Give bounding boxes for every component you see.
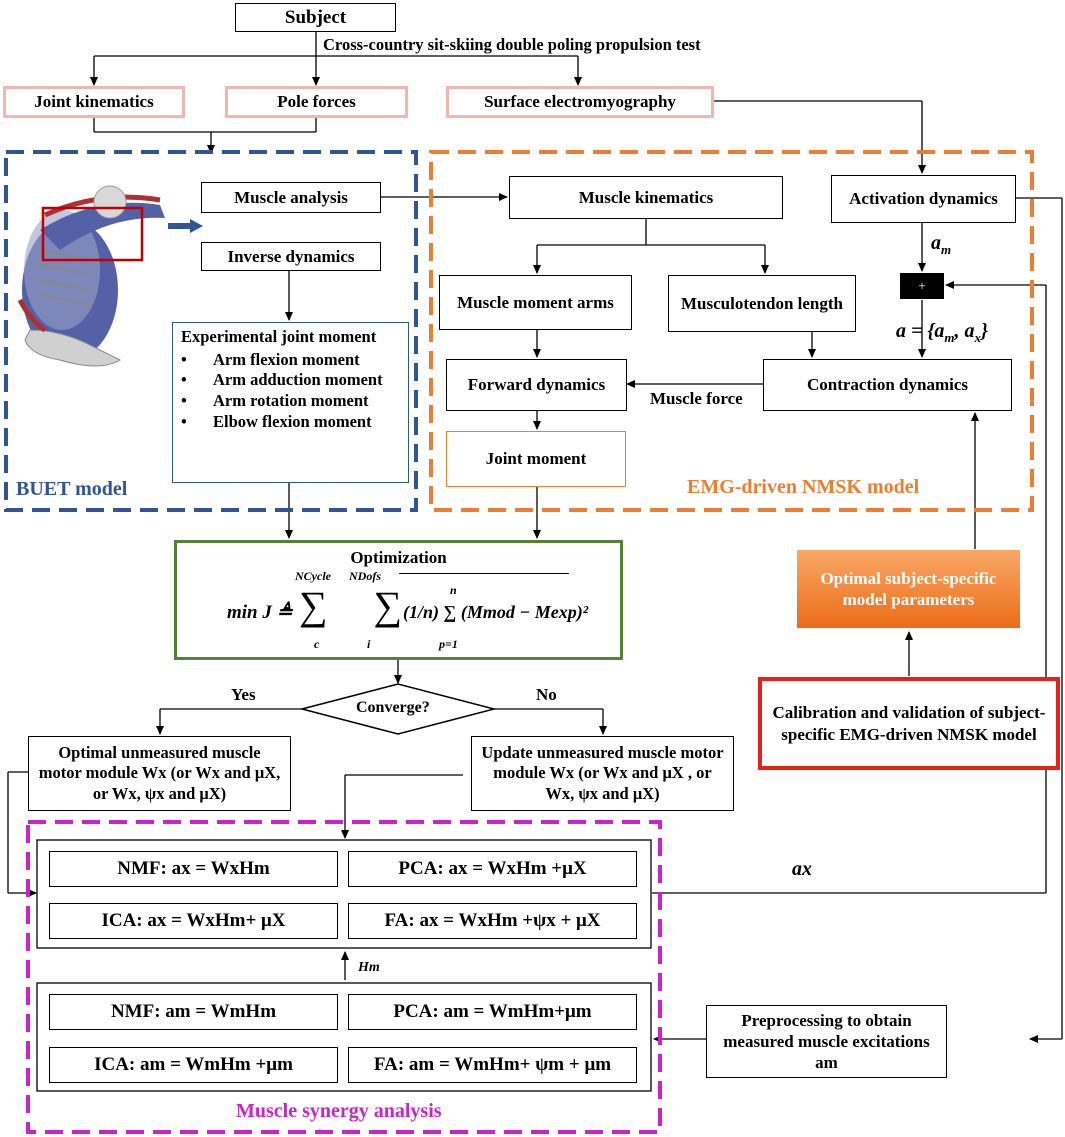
formula-radical [399, 573, 569, 644]
forward-dynamics-box: Forward dynamics [446, 359, 627, 411]
optimization-box: Optimization min J ≜ NCycle NDofs ∑ ∑ c … [174, 540, 623, 660]
muscle-analysis-box: Muscle analysis [201, 182, 381, 213]
moment-list: •Arm flexion moment •Arm adduction momen… [181, 350, 400, 433]
converge-diamond [299, 683, 497, 735]
inverse-dynamics-label: Inverse dynamics [227, 246, 355, 266]
formula-idx-i: i [367, 637, 371, 651]
calibration-label: Calibration and validation of subject-sp… [772, 703, 1046, 744]
moment-item: •Elbow flexion moment [181, 411, 372, 431]
optimal-module-box: Optimal unmeasured muscle motor module W… [28, 736, 291, 811]
subject-box: Subject [235, 3, 396, 32]
joint-moment-box: Joint moment [446, 431, 626, 487]
joint-kinematics-label: Joint kinematics [34, 92, 154, 112]
am-label: am [931, 232, 952, 257]
surface-emg-box: Surface electromyography [446, 86, 714, 118]
no-label: No [536, 685, 557, 704]
synergy-title: Muscle synergy analysis [236, 1100, 442, 1122]
forward-dynamics-label: Forward dynamics [467, 375, 606, 395]
moment-item: •Arm rotation moment [181, 390, 369, 410]
calibration-box: Calibration and validation of subject-sp… [758, 677, 1060, 770]
activation-dynamics-box: Activation dynamics [831, 175, 1016, 223]
muscle-kinematics-box: Muscle kinematics [509, 176, 783, 219]
moment-arms-label: Muscle moment arms [457, 292, 614, 312]
yes-label: Yes [231, 685, 256, 704]
inverse-dynamics-box: Inverse dynamics [201, 242, 381, 271]
formula-idx-n: n [450, 583, 457, 597]
optimal-params-label: Optimal subject-specific model parameter… [820, 568, 997, 609]
formula-idx-p: p=1 [439, 637, 458, 651]
formula-ndofs: NDofs [349, 569, 381, 583]
mt-length-label: Musculotendon length [681, 293, 843, 313]
musculoskeletal-figure [17, 185, 165, 367]
formula-body: (1/n) ∑ (Mmod − Mexp)² [403, 602, 589, 622]
nmf-upper: NMF: ax = WxHm [49, 851, 338, 887]
formula-lhs: min J ≜ [227, 602, 293, 623]
buet-title: BUET model [16, 478, 128, 500]
converge-label: Converge? [356, 699, 430, 716]
fa-lower: FA: am = WmHm+ ψm + μm [348, 1047, 637, 1083]
hm-label: Hm [358, 960, 380, 975]
contraction-dynamics-box: Contraction dynamics [763, 359, 1012, 411]
optimal-params-box: Optimal subject-specific model parameter… [797, 550, 1020, 628]
joint-kinematics-box: Joint kinematics [3, 86, 185, 118]
muscle-force-label: Muscle force [650, 389, 743, 408]
test-label: Cross-country sit-skiing double poling p… [323, 35, 701, 54]
joint-moment-label: Joint moment [485, 449, 587, 469]
nmsk-title: EMG-driven NMSK model [687, 476, 920, 498]
moment-item: •Arm adduction moment [181, 370, 383, 390]
formula-idx-c: c [314, 637, 320, 651]
a-set-label: a = {am, ax} [896, 320, 988, 345]
fa-upper: FA: ax = WxHm +ψx + μX [348, 903, 637, 939]
surface-emg-label: Surface electromyography [484, 92, 676, 112]
optimal-module-label: Optimal unmeasured muscle motor module W… [38, 742, 281, 803]
moment-arms-box: Muscle moment arms [439, 275, 632, 330]
exp-moment-title: Experimental joint moment [181, 327, 377, 346]
muscle-analysis-label: Muscle analysis [234, 187, 348, 207]
mt-length-box: Musculotendon length [668, 275, 856, 332]
experimental-joint-moment-box: Experimental joint moment •Arm flexion m… [172, 322, 409, 483]
ica-lower: ICA: am = WmHm +μm [49, 1047, 338, 1083]
update-module-box: Update unmeasured muscle motor module Wx… [471, 736, 734, 811]
ax-label: ax [792, 858, 812, 880]
ica-upper: ICA: ax = WxHm+ μX [49, 903, 338, 939]
preprocessing-box: Preprocessing to obtain measured muscle … [706, 1005, 947, 1078]
pca-upper: PCA: ax = WxHm +μX [348, 851, 637, 887]
moment-item: •Arm flexion moment [181, 349, 360, 369]
preprocessing-label: Preprocessing to obtain measured muscle … [723, 1010, 930, 1073]
formula-sums: ∑ ∑ [299, 583, 421, 628]
update-module-label: Update unmeasured muscle motor module Wx… [481, 742, 724, 803]
pole-forces-label: Pole forces [277, 92, 356, 112]
pole-forces-box: Pole forces [225, 86, 408, 118]
sum-junction: + [900, 273, 944, 299]
formula-ncycle: NCycle [295, 569, 331, 583]
subject-label: Subject [284, 6, 347, 28]
pca-lower: PCA: am = WmHm+μm [348, 994, 637, 1030]
contraction-dynamics-label: Contraction dynamics [806, 375, 969, 395]
activation-dynamics-label: Activation dynamics [849, 189, 998, 209]
optimization-title: Optimization [350, 548, 447, 567]
muscle-kinematics-label: Muscle kinematics [578, 187, 714, 207]
nmf-lower: NMF: am = WmHm [49, 994, 338, 1030]
